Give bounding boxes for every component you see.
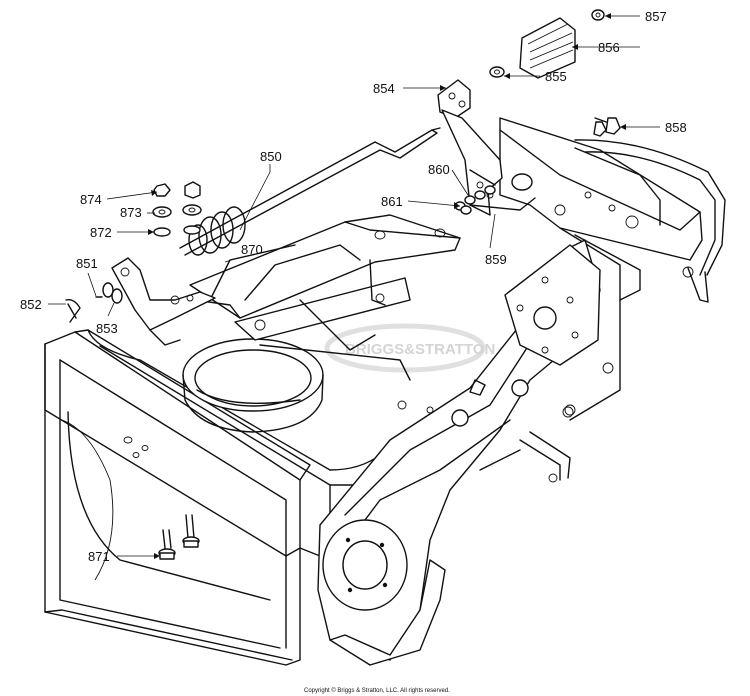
callout-871: 871 [88, 549, 110, 564]
watermark-text: BRIGGS&STRATTON [345, 341, 495, 358]
callout-852: 852 [20, 297, 42, 312]
frame [189, 214, 461, 381]
callout-860: 860 [428, 162, 450, 177]
copyright-text: Copyright © Briggs & Stratton, LLC. All … [304, 687, 450, 694]
callout-870: 870 [241, 242, 263, 257]
belt-arm [317, 239, 601, 661]
bolts-858 [593, 117, 621, 137]
callout-872: 872 [90, 225, 112, 240]
spring-856 [489, 9, 605, 79]
callout-854: 854 [373, 81, 395, 96]
callout-851: 851 [76, 256, 98, 271]
spring-870 [188, 206, 246, 256]
hardware-stack-left [152, 181, 202, 237]
auger-housing [44, 329, 421, 666]
callout-859: 859 [485, 252, 507, 267]
crank-rod-850 [179, 127, 441, 256]
callout-874: 874 [80, 192, 102, 207]
skid [329, 559, 446, 666]
callout-855: 855 [545, 69, 567, 84]
callout-873: 873 [120, 205, 142, 220]
leader-lines [48, 13, 660, 559]
callout-858: 858 [665, 120, 687, 135]
lower-rod [479, 406, 574, 483]
side-plate-right [499, 117, 726, 421]
callout-857: 857 [645, 9, 667, 24]
left-bracket [65, 257, 216, 346]
callout-labels: 857 856 855 854 858 850 860 861 874 873 … [20, 9, 687, 564]
callout-861: 861 [381, 194, 403, 209]
callout-856: 856 [598, 40, 620, 55]
callout-850: 850 [260, 149, 282, 164]
bolts-871 [158, 514, 200, 560]
callout-853: 853 [96, 321, 118, 336]
chute-ring [182, 338, 324, 433]
